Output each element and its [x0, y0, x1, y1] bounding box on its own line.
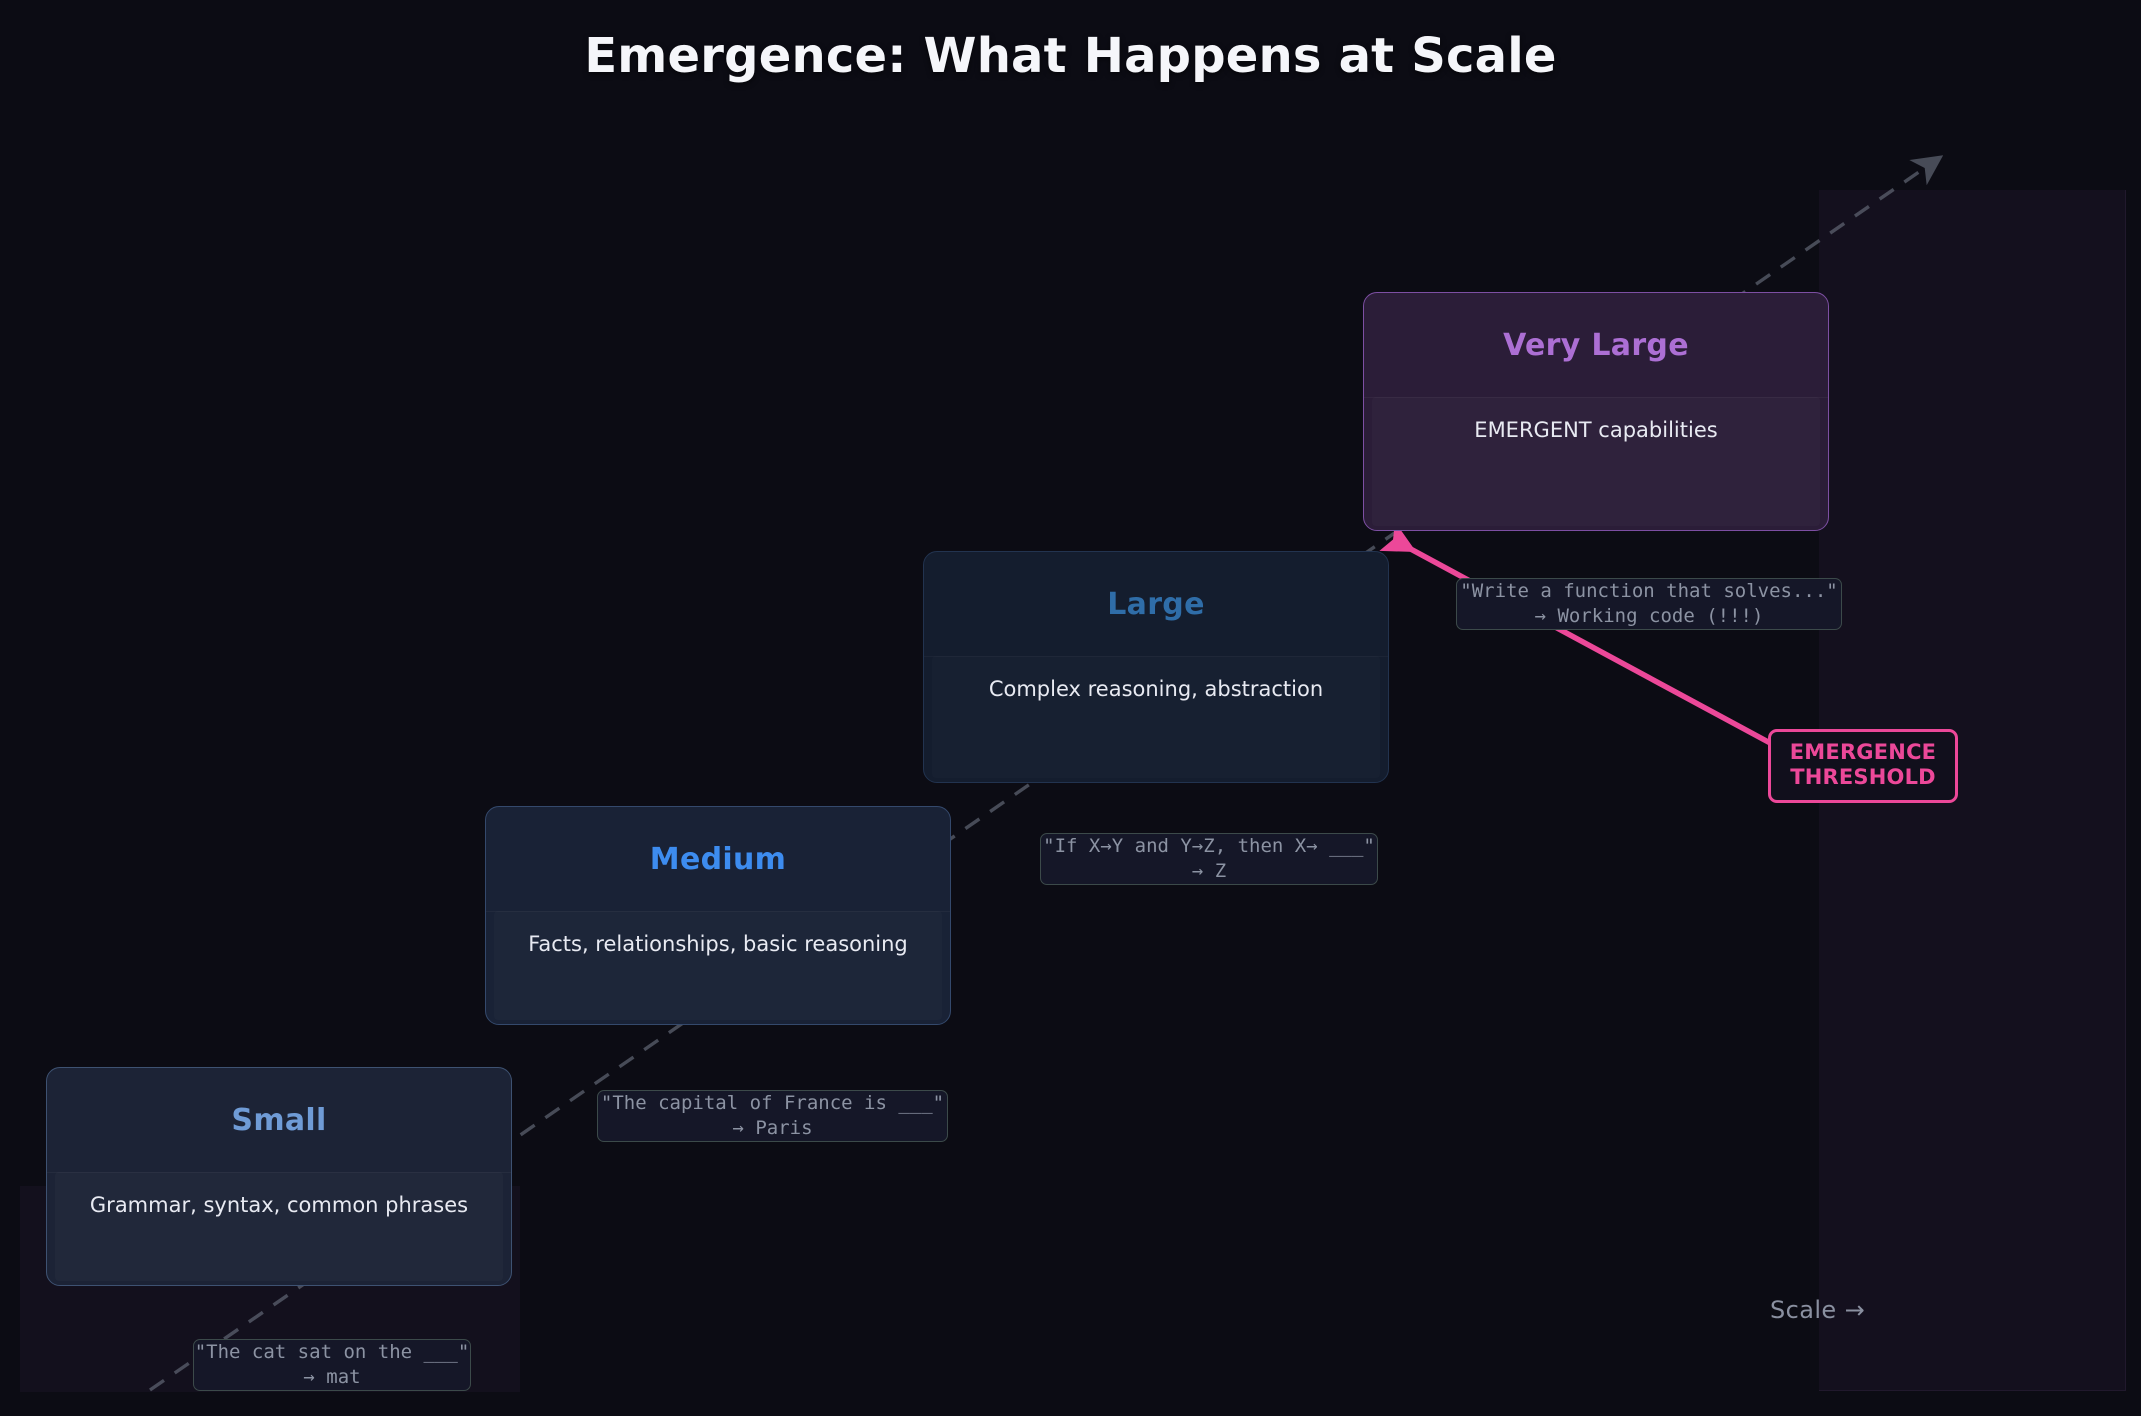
prompt-example-large: "If X→Y and Y→Z, then X→ ___" → Z	[1040, 833, 1378, 885]
card-title-very-large: Very Large	[1503, 327, 1689, 363]
card-body-large: Complex reasoning, abstraction	[932, 656, 1380, 778]
card-header-very-large: Very Large	[1364, 293, 1828, 398]
card-description-medium: Facts, relationships, basic reasoning	[528, 932, 908, 956]
prompt-output-large: → Z	[1191, 860, 1227, 882]
card-title-large: Large	[1107, 586, 1205, 622]
threshold-label-line-1: EMERGENCE	[1789, 740, 1937, 764]
card-description-small: Grammar, syntax, common phrases	[89, 1193, 469, 1217]
card-header-small: Small	[47, 1068, 511, 1173]
prompt-input-small: "The cat sat on the ___"	[194, 1340, 470, 1363]
prompt-output-medium: → Paris	[732, 1117, 813, 1139]
prompt-example-small: "The cat sat on the ___" → mat	[193, 1339, 471, 1391]
scale-card-large[interactable]: Large Complex reasoning, abstraction	[923, 551, 1389, 783]
prompt-output-small: → mat	[303, 1366, 361, 1388]
card-description-large: Complex reasoning, abstraction	[988, 677, 1324, 701]
card-body-medium: Facts, relationships, basic reasoning	[494, 911, 942, 1020]
emergence-threshold-callout: EMERGENCE THRESHOLD	[1768, 729, 1958, 803]
card-header-medium: Medium	[486, 807, 950, 912]
scale-card-very-large[interactable]: Very Large EMERGENT capabilities	[1363, 292, 1829, 531]
prompt-input-large: "If X→Y and Y→Z, then X→ ___"	[1043, 834, 1375, 857]
page-title: Emergence: What Happens at Scale	[584, 28, 1557, 84]
card-title-medium: Medium	[649, 841, 787, 877]
scale-axis-caption: Scale →	[1770, 1296, 1866, 1324]
threshold-label-line-2: THRESHOLD	[1790, 764, 1936, 789]
card-header-large: Large	[924, 552, 1388, 657]
prompt-input-medium: "The capital of France is ___"	[600, 1091, 945, 1114]
prompt-output-very-large: → Working code (!!!)	[1534, 605, 1764, 627]
prompt-example-medium: "The capital of France is ___" → Paris	[597, 1090, 948, 1142]
scale-card-small[interactable]: Small Grammar, syntax, common phrases	[46, 1067, 512, 1286]
card-body-small: Grammar, syntax, common phrases	[55, 1172, 503, 1281]
card-body-very-large: EMERGENT capabilities	[1372, 397, 1820, 526]
scale-card-medium[interactable]: Medium Facts, relationships, basic reaso…	[485, 806, 951, 1025]
card-title-small: Small	[231, 1102, 327, 1138]
card-description-very-large: EMERGENT capabilities	[1474, 418, 1718, 442]
prompt-input-very-large: "Write a function that solves..."	[1460, 579, 1838, 602]
threshold-pointer-arrow	[1379, 521, 1774, 747]
prompt-example-very-large: "Write a function that solves..." → Work…	[1456, 578, 1842, 630]
